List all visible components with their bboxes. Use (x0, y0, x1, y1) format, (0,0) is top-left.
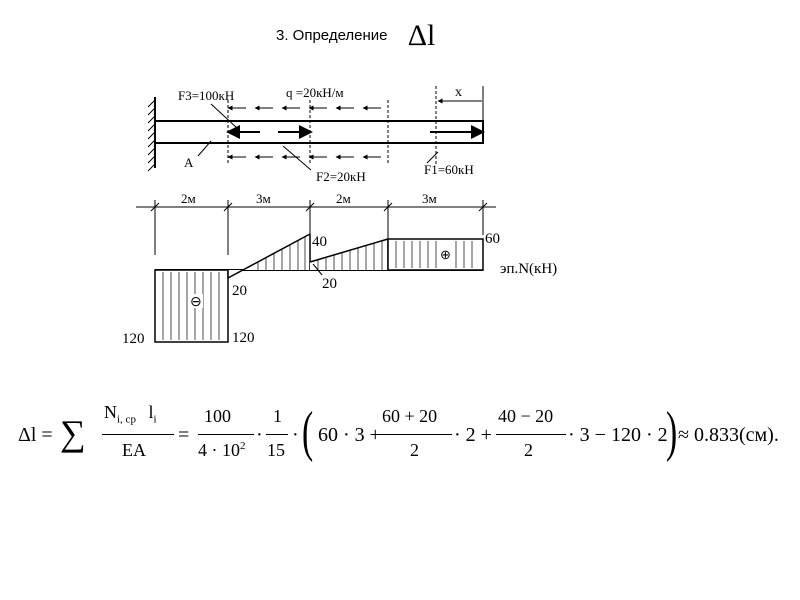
label-x: x (455, 85, 462, 100)
leader-lines (197, 103, 439, 171)
dim-4: 3м (422, 191, 437, 206)
beam-diagram: F3=100кН q =20кН/м x A F2=20кН F1=60кН 2… (122, 85, 557, 347)
formula-sum: ∑ (60, 413, 86, 453)
formula-term2: · 2 + (454, 424, 492, 446)
epure-plus-sign: ⊕ (440, 247, 451, 262)
label-F1: F1=60кН (424, 162, 474, 177)
formula-den5: 2 (524, 440, 533, 460)
formula-result: ≈ 0.833(см). (678, 424, 779, 446)
epure-positive-region (387, 238, 484, 271)
epure-linear-segment-1 (227, 233, 311, 279)
formula-num2: 100 (204, 406, 231, 426)
formula-lhs: Δl = (18, 424, 53, 446)
title-symbol: Δl (407, 19, 436, 52)
formula-eq: = (178, 424, 190, 446)
fraction-line-1 (102, 434, 174, 435)
fraction-line-3 (266, 434, 288, 435)
value-120-right: 120 (232, 330, 255, 346)
formula-den1: EA (122, 440, 146, 460)
value-120-left: 120 (122, 331, 145, 347)
label-A: A (184, 155, 194, 170)
formula-den3: 15 (267, 440, 285, 460)
label-F3: F3=100кН (178, 88, 234, 103)
label-F2: F2=20кН (316, 169, 366, 184)
x-axis-arrow (437, 86, 484, 121)
dimension-line (136, 200, 496, 255)
leader-20 (312, 263, 323, 276)
fraction-line-4 (380, 434, 452, 435)
fraction-line-5 (496, 434, 566, 435)
epure-minus-sign: ⊖ (190, 295, 202, 310)
formula-dot-1: · (256, 424, 263, 446)
formula: Δl = ∑ Ni, ср li EA = 100 4 · 102 · 1 15… (18, 396, 788, 476)
value-40: 40 (312, 234, 327, 250)
formula-den2: 4 · 102 (198, 440, 246, 460)
formula-term3: · 3 − 120 · 2 (568, 424, 668, 446)
epure-negative-region (154, 269, 229, 343)
formula-num1: Ni, ср li (104, 402, 157, 426)
wall-support (147, 97, 156, 172)
formula-den4: 2 (410, 440, 419, 460)
label-q: q =20кН/м (286, 85, 344, 100)
formula-num3: 1 (273, 406, 282, 426)
value-20-mid: 20 (322, 276, 337, 292)
dim-3: 2м (336, 191, 351, 206)
value-60: 60 (485, 231, 500, 247)
epure-label: эп.N(кН) (500, 261, 557, 277)
paren-right: ) (666, 401, 678, 463)
formula-num5: 40 − 20 (498, 406, 554, 426)
value-20-left: 20 (232, 283, 247, 299)
dim-1: 2м (181, 191, 196, 206)
formula-dot-2: · (292, 424, 299, 446)
fraction-line-2 (198, 434, 254, 435)
title-text: 3. Определение (276, 27, 388, 44)
formula-num4: 60 + 20 (382, 406, 438, 426)
page-title: 3. Определение Δl (276, 14, 435, 52)
paren-left: ( (302, 401, 314, 463)
formula-term1: 60 · 3 + (318, 424, 381, 446)
dim-2: 3м (256, 191, 271, 206)
